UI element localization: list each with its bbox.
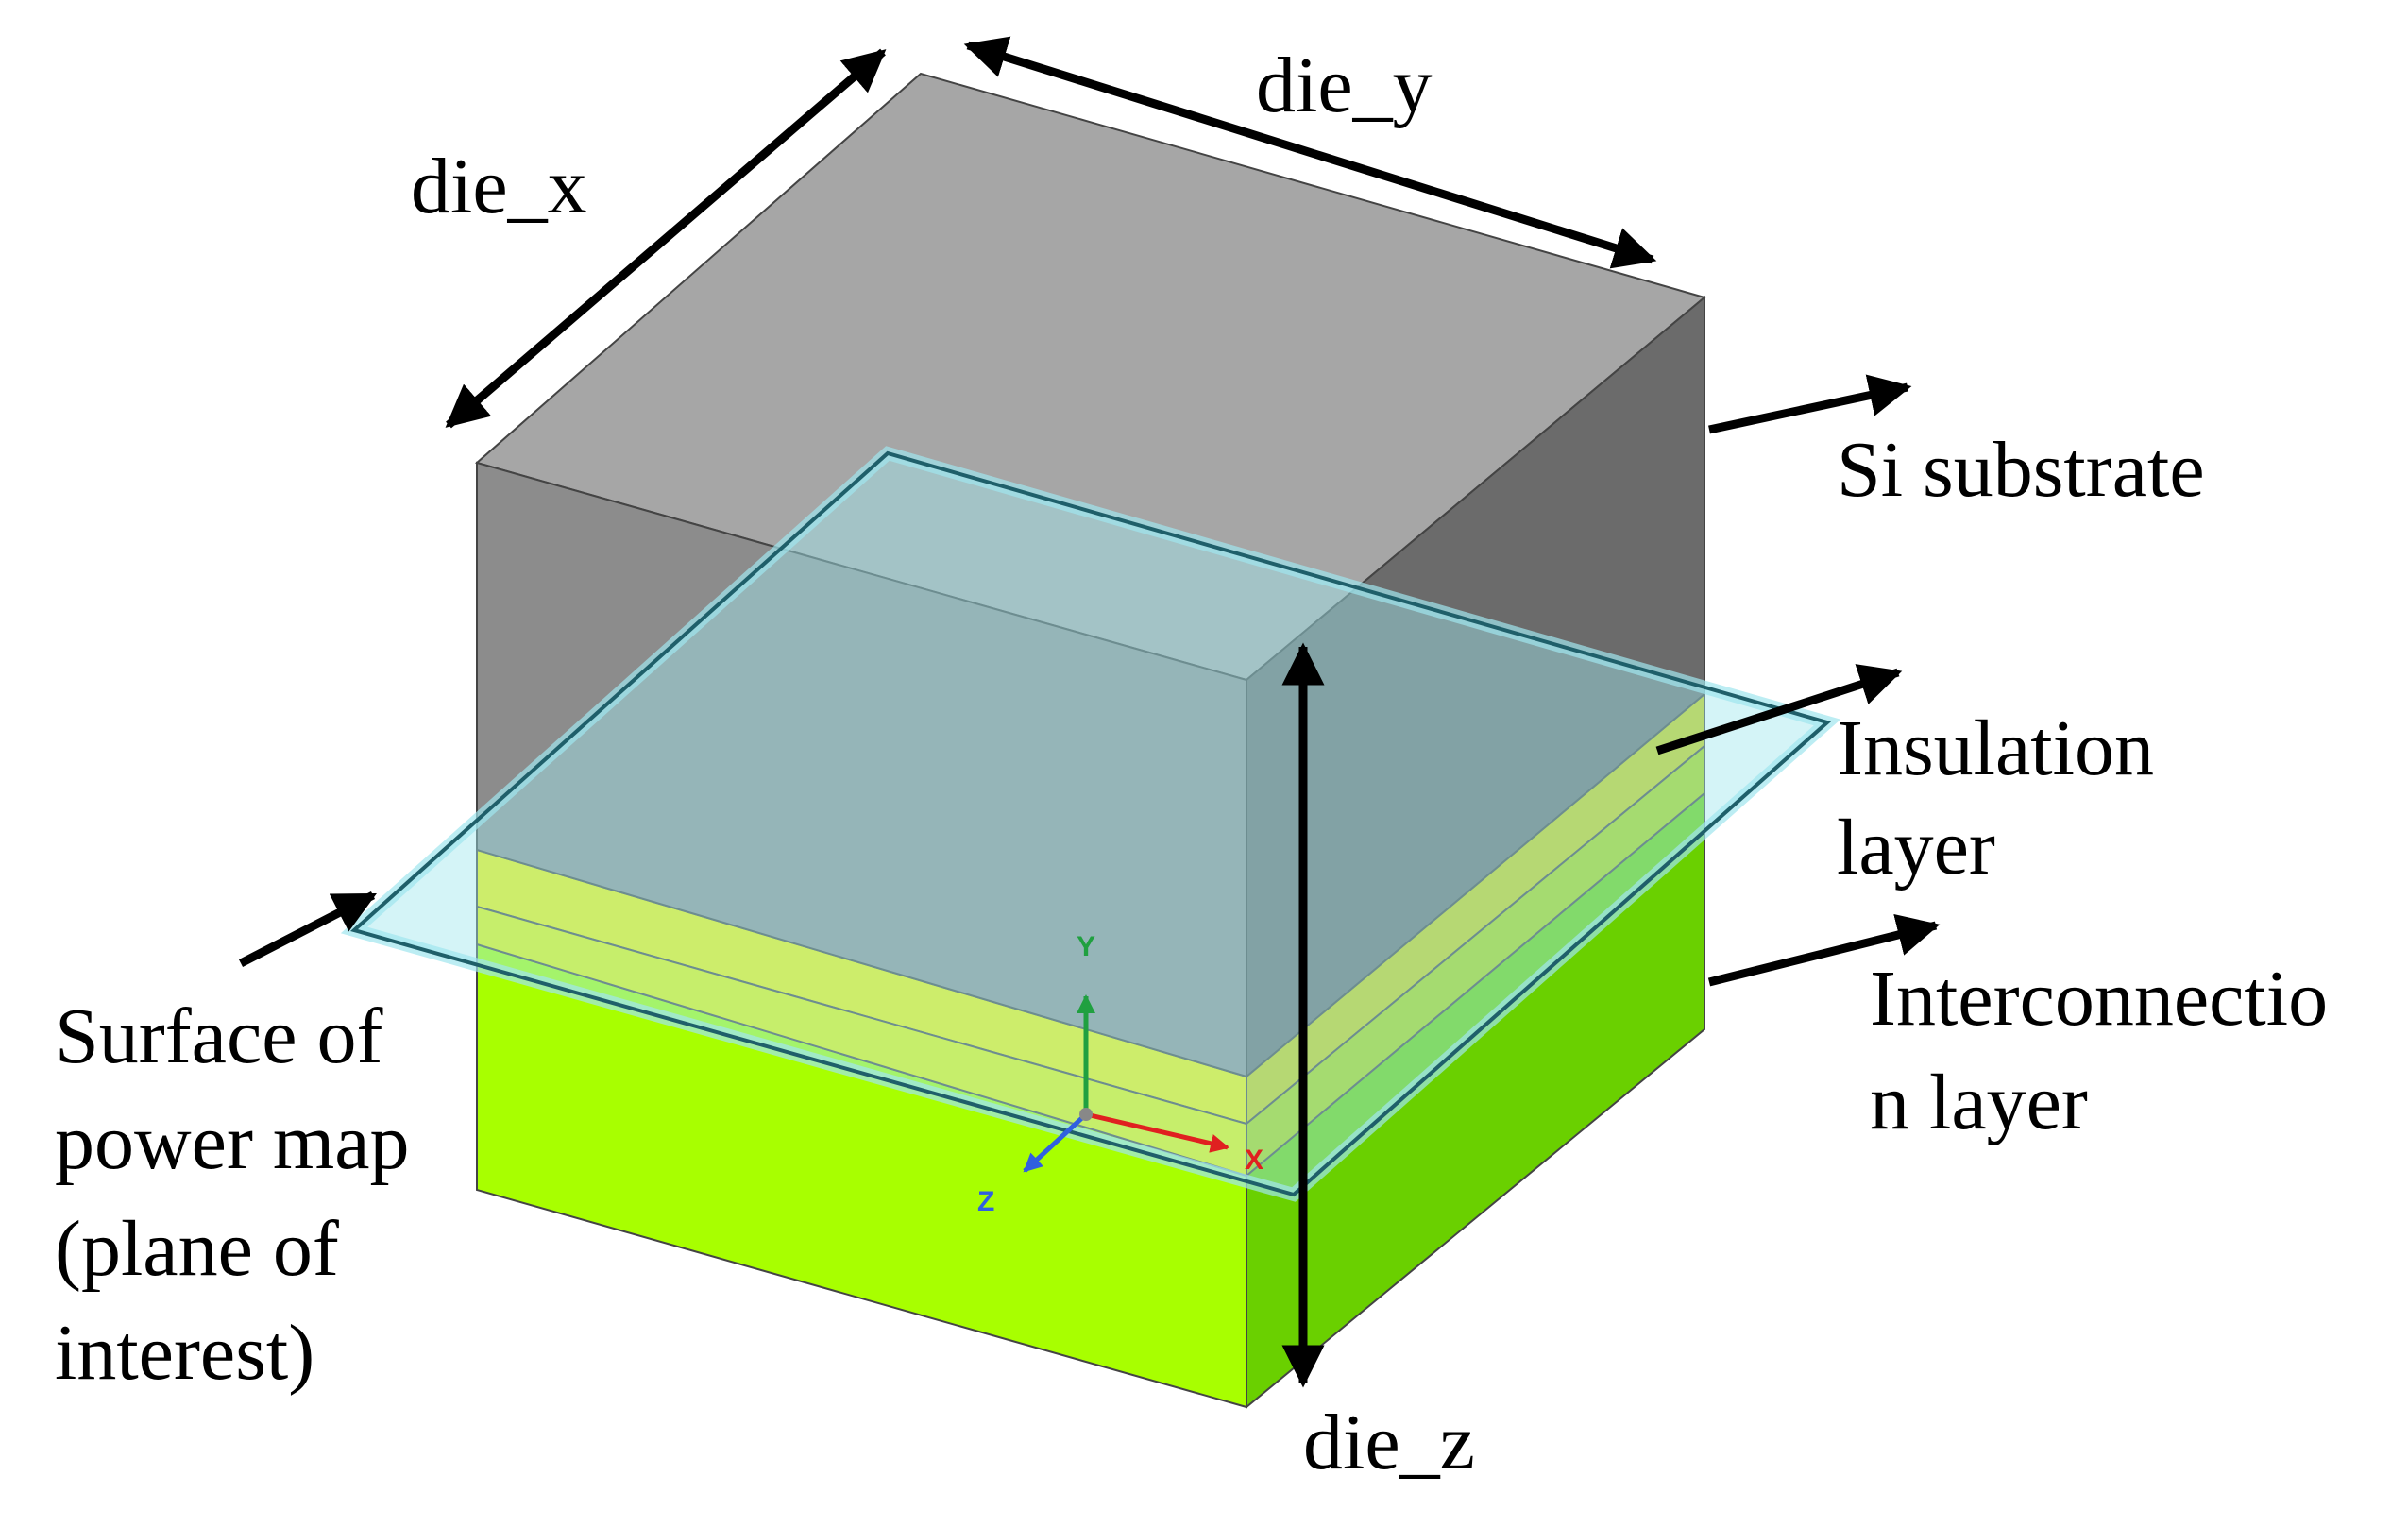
- x-axis-label: X: [1245, 1145, 1263, 1176]
- interconnection-label-line2: n layer: [1870, 1059, 2088, 1146]
- si-substrate-leader: [1708, 374, 1912, 434]
- z-axis-line: [1023, 1112, 1088, 1173]
- plane-label-line4: interest): [55, 1309, 314, 1397]
- die-x-arrow: [445, 48, 887, 429]
- plane-label-line3: (plane of: [55, 1205, 339, 1293]
- y-axis-label: Y: [1077, 931, 1095, 962]
- plane-label-line1: Surface of: [55, 993, 383, 1080]
- z-axis-label: Z: [977, 1186, 994, 1217]
- si-substrate-label: Si substrate: [1837, 426, 2205, 514]
- plane-leader: [238, 891, 378, 968]
- power-map-plane-edge: [349, 450, 1832, 1197]
- interconnection-leader: [1707, 913, 1941, 987]
- insulation-label-line2: layer: [1837, 804, 1995, 891]
- die-y-label: die_y: [1256, 42, 1433, 129]
- plane-label-line2: power map: [55, 1098, 410, 1186]
- x-axis-line: [1085, 1111, 1229, 1153]
- interconnection-label-line1: Interconnectio: [1870, 955, 2328, 1043]
- insulation-layer-side-lower: [1246, 743, 1705, 1179]
- die-x-label: die_x: [411, 143, 587, 230]
- insulation-leader: [1655, 664, 1903, 755]
- insulation-label-line1: Insulation: [1837, 704, 2154, 792]
- axis-origin: [1079, 1108, 1093, 1121]
- die-y-arrow: [963, 36, 1657, 269]
- die-z-label: die_z: [1303, 1399, 1475, 1486]
